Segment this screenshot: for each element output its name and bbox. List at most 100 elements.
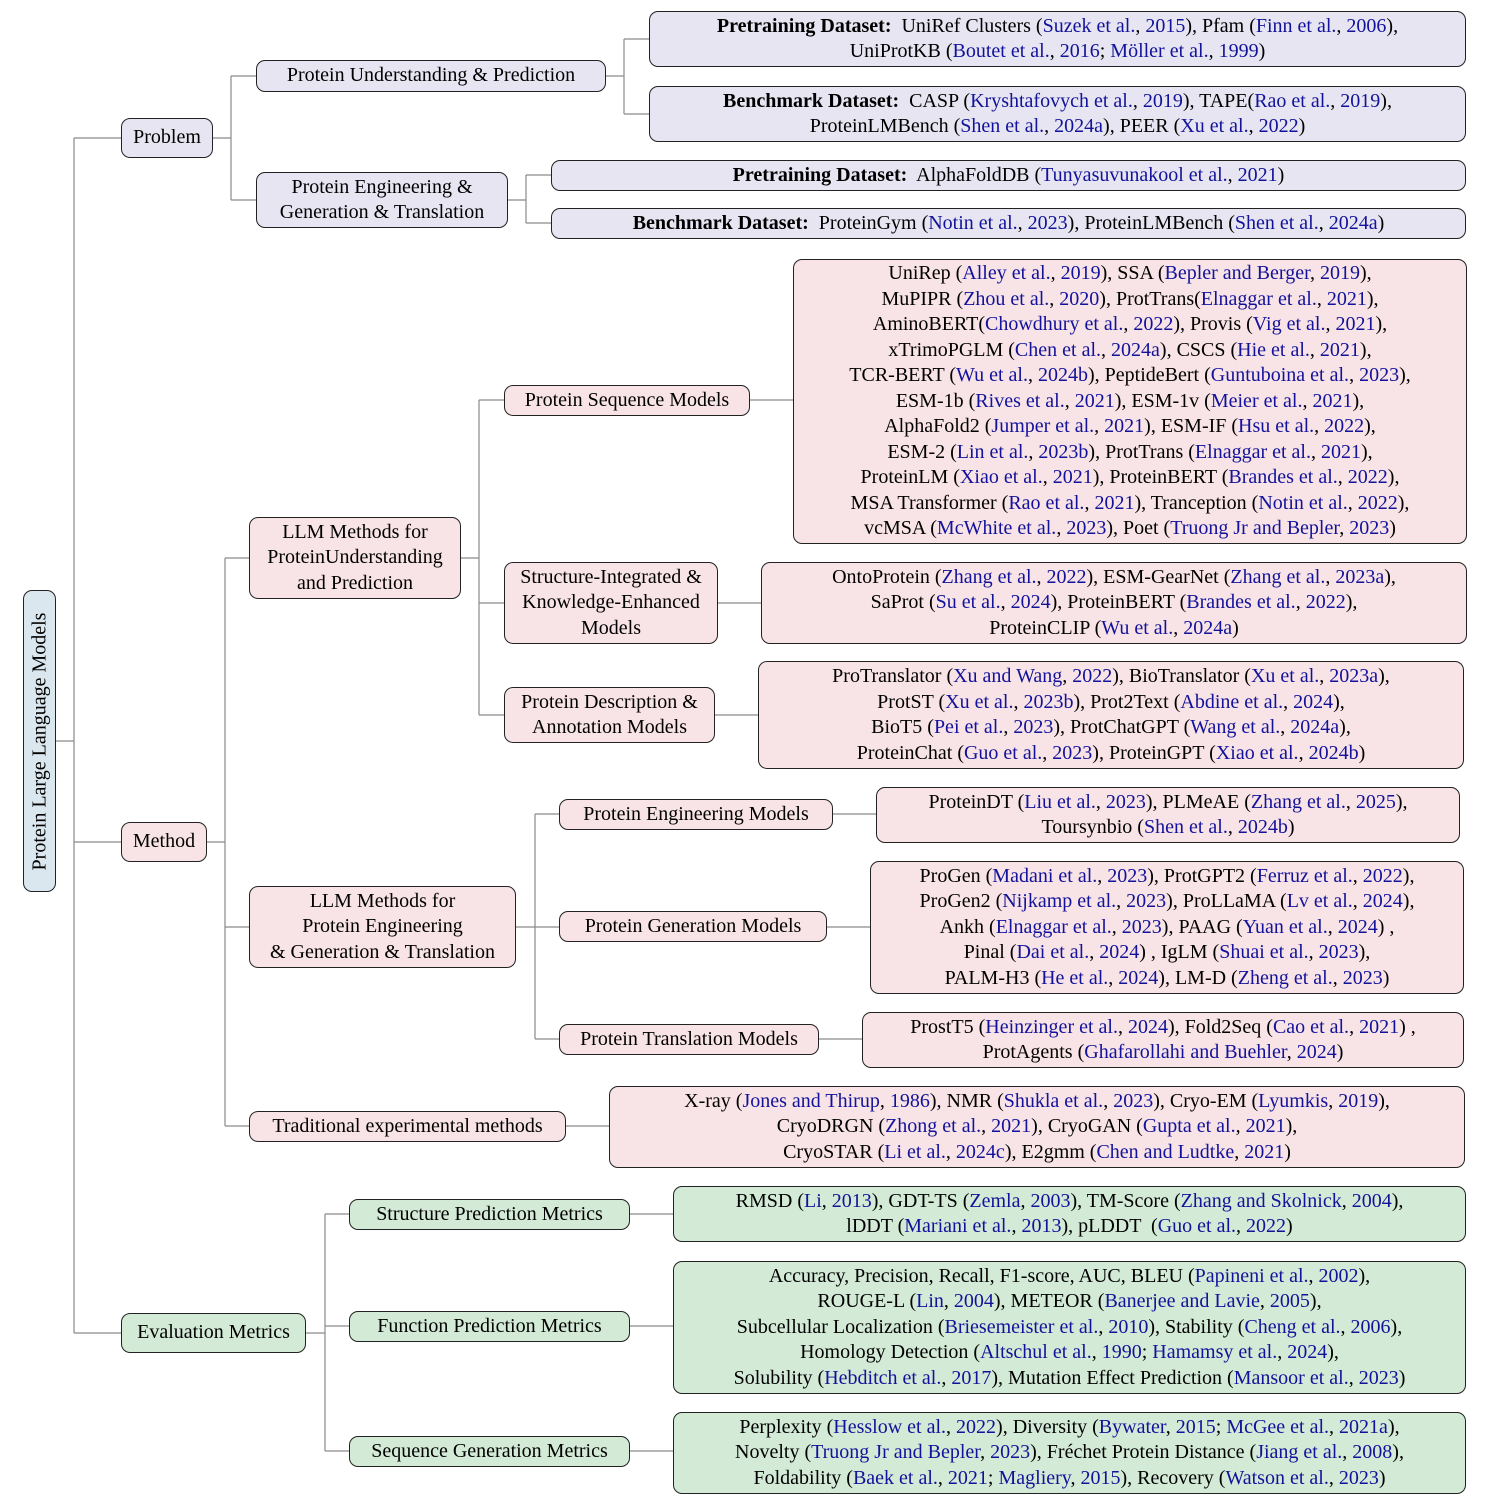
- citation-link[interactable]: 2023: [1107, 864, 1148, 887]
- citation-link[interactable]: Zhang and Skolnick: [1180, 1189, 1342, 1212]
- citation-link[interactable]: Wu et al.: [1101, 616, 1174, 639]
- citation-link[interactable]: 2021: [1326, 287, 1367, 310]
- citation-link[interactable]: Chowdhury et al.: [985, 313, 1124, 336]
- citation-link[interactable]: Su et al.: [935, 591, 1001, 614]
- citation-link[interactable]: 2023: [1126, 890, 1167, 913]
- citation-link[interactable]: 2024c: [955, 1140, 1005, 1163]
- citation-link[interactable]: 2015: [1080, 1466, 1121, 1489]
- citation-link[interactable]: 2021: [1104, 415, 1145, 438]
- citation-link[interactable]: Cheng et al.: [1244, 1315, 1341, 1338]
- citation-link[interactable]: Zhang et al.: [1230, 565, 1326, 588]
- citation-link[interactable]: 2021: [1319, 338, 1360, 361]
- citation-link[interactable]: Shen et al.: [960, 115, 1045, 137]
- citation-link[interactable]: 2023: [1105, 790, 1146, 813]
- citation-link[interactable]: 2006: [1346, 14, 1387, 37]
- citation-link[interactable]: 2024: [1099, 941, 1140, 964]
- citation-link[interactable]: Meier et al.: [1210, 389, 1303, 412]
- citation-link[interactable]: 2015: [1175, 1415, 1216, 1438]
- citation-link[interactable]: Chen and Ludtke: [1096, 1140, 1235, 1163]
- citation-link[interactable]: Zhong et al.: [885, 1115, 982, 1138]
- citation-link[interactable]: 2021: [1052, 466, 1093, 489]
- citation-link[interactable]: 2015: [1145, 14, 1186, 37]
- citation-link[interactable]: 2024b: [1237, 816, 1288, 838]
- citation-link[interactable]: Ferruz et al.: [1256, 864, 1353, 887]
- citation-link[interactable]: McGee et al.: [1226, 1415, 1330, 1438]
- citation-link[interactable]: Pei et al.: [933, 716, 1004, 738]
- citation-link[interactable]: 2019: [1319, 262, 1360, 285]
- citation-link[interactable]: 2019: [1142, 89, 1183, 112]
- citation-link[interactable]: Finn et al.: [1255, 14, 1337, 37]
- citation-link[interactable]: 2024a: [1111, 338, 1160, 361]
- citation-link[interactable]: 2021: [1094, 491, 1135, 514]
- citation-link[interactable]: 2024: [1010, 591, 1051, 614]
- citation-link[interactable]: Baek et al.: [852, 1466, 938, 1489]
- citation-link[interactable]: 2022: [1362, 864, 1403, 887]
- citation-link[interactable]: 2020: [1059, 287, 1100, 310]
- citation-link[interactable]: 2002: [1318, 1264, 1359, 1287]
- citation-link[interactable]: 2021: [991, 1115, 1032, 1138]
- citation-link[interactable]: 2021a: [1339, 1415, 1388, 1438]
- citation-link[interactable]: 2024: [1118, 966, 1159, 989]
- citation-link[interactable]: 2023: [1349, 517, 1390, 540]
- citation-link[interactable]: Banerjee and Lavie: [1104, 1290, 1260, 1313]
- citation-link[interactable]: Xu et al.: [945, 690, 1014, 713]
- citation-link[interactable]: 2023: [1027, 211, 1068, 234]
- citation-link[interactable]: 2022: [1357, 491, 1398, 514]
- citation-link[interactable]: 2023: [1052, 741, 1093, 764]
- citation-link[interactable]: 2022: [1324, 415, 1365, 438]
- citation-link[interactable]: Rao et al.: [1254, 89, 1331, 112]
- citation-link[interactable]: Kryshtafovych et al.: [970, 89, 1133, 112]
- citation-link[interactable]: Rives et al.: [975, 389, 1065, 412]
- citation-link[interactable]: Elnaggar et al.: [995, 915, 1112, 938]
- citation-link[interactable]: Elnaggar et al.: [1200, 287, 1317, 310]
- citation-link[interactable]: Bywater: [1098, 1415, 1166, 1438]
- citation-link[interactable]: 2021: [1320, 440, 1361, 463]
- citation-link[interactable]: Notin et al.: [1258, 491, 1348, 514]
- citation-link[interactable]: Watson et al.: [1225, 1466, 1329, 1489]
- citation-link[interactable]: Dai et al.: [1016, 941, 1090, 964]
- citation-link[interactable]: 2022: [1258, 115, 1299, 137]
- citation-link[interactable]: 2021: [1237, 163, 1278, 186]
- citation-link[interactable]: 2023b: [1023, 690, 1074, 713]
- citation-link[interactable]: Liu et al.: [1024, 790, 1096, 813]
- citation-link[interactable]: 2024a: [1328, 211, 1378, 234]
- citation-link[interactable]: Wang et al.: [1190, 716, 1281, 738]
- citation-link[interactable]: 2022: [1246, 1215, 1287, 1237]
- citation-link[interactable]: Jiang et al.: [1256, 1441, 1343, 1464]
- citation-link[interactable]: Lyumkis: [1258, 1089, 1329, 1112]
- citation-link[interactable]: Tunyasuvunakool et al.: [1041, 163, 1228, 186]
- citation-link[interactable]: 2010: [1108, 1315, 1149, 1338]
- citation-link[interactable]: Möller et al.: [1110, 40, 1209, 62]
- citation-link[interactable]: Xiao et al.: [1215, 741, 1299, 764]
- citation-link[interactable]: Xu et al.: [1180, 115, 1249, 137]
- citation-link[interactable]: Guo et al.: [963, 741, 1043, 764]
- citation-link[interactable]: Mariani et al.: [904, 1215, 1012, 1237]
- citation-link[interactable]: 2024: [1337, 915, 1378, 938]
- citation-link[interactable]: Hamamsy et al.: [1152, 1341, 1278, 1364]
- citation-link[interactable]: 2016: [1059, 40, 1100, 62]
- citation-link[interactable]: 2021: [1245, 1115, 1286, 1138]
- citation-link[interactable]: Guo et al.: [1157, 1215, 1237, 1237]
- citation-link[interactable]: Guntuboina et al.: [1210, 364, 1350, 387]
- citation-link[interactable]: 2024: [1362, 890, 1403, 913]
- citation-link[interactable]: 2021: [1074, 389, 1115, 412]
- citation-link[interactable]: 1999: [1218, 40, 1259, 62]
- citation-link[interactable]: 2024: [1287, 1341, 1328, 1364]
- citation-link[interactable]: Zemla: [969, 1189, 1021, 1212]
- citation-link[interactable]: Altschul et al.: [980, 1341, 1092, 1364]
- citation-link[interactable]: 2004: [1351, 1189, 1392, 1212]
- citation-link[interactable]: Hie et al.: [1237, 338, 1310, 361]
- citation-link[interactable]: 2019: [1060, 262, 1101, 285]
- citation-link[interactable]: 2024a: [1290, 716, 1340, 738]
- citation-link[interactable]: He et al.: [1041, 966, 1109, 989]
- citation-link[interactable]: 2023: [1113, 1089, 1154, 1112]
- citation-link[interactable]: 2024b: [1308, 741, 1359, 764]
- citation-link[interactable]: Jumper et al.: [991, 415, 1095, 438]
- citation-link[interactable]: Magliery: [998, 1466, 1071, 1489]
- citation-link[interactable]: 2023: [1318, 941, 1359, 964]
- citation-link[interactable]: Shen et al.: [1143, 816, 1228, 838]
- citation-link[interactable]: Boutet et al.: [952, 40, 1050, 62]
- citation-link[interactable]: Li: [803, 1189, 822, 1212]
- citation-link[interactable]: Zheng et al.: [1237, 966, 1333, 989]
- citation-link[interactable]: 2023: [1066, 517, 1107, 540]
